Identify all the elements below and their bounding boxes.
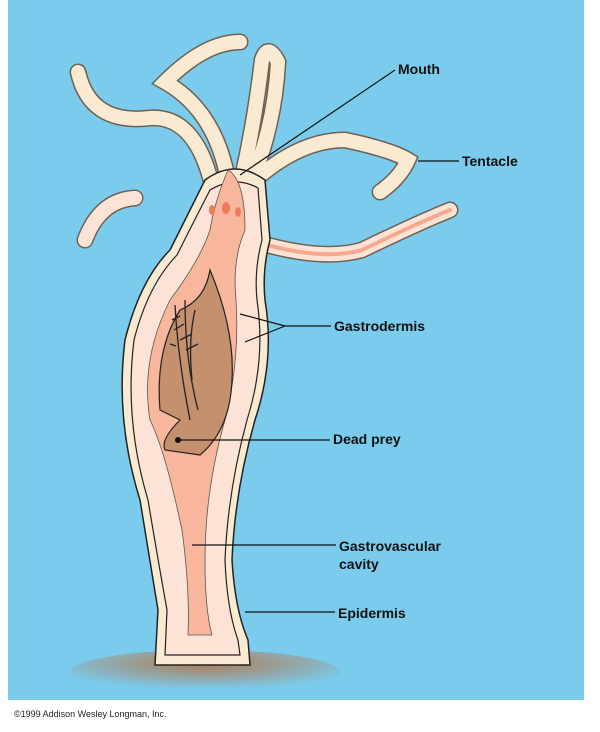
label-tentacle: Tentacle	[462, 153, 518, 169]
leader-lines	[180, 69, 459, 613]
label-gastrovascular-line2: cavity	[339, 556, 379, 572]
label-gastrovascular-cavity: Gastrovascular cavity	[339, 537, 441, 573]
label-dead-prey: Dead prey	[333, 431, 401, 447]
tentacles	[69, 33, 459, 263]
copyright-text: ©1999 Addison Wesley Longman, Inc.	[14, 709, 167, 719]
label-epidermis: Epidermis	[338, 605, 406, 621]
prey-spot	[175, 437, 181, 443]
mouth-spots	[209, 202, 241, 217]
label-gastrovascular-line1: Gastrovascular	[339, 538, 441, 554]
substrate	[70, 650, 340, 694]
label-gastrodermis: Gastrodermis	[334, 318, 426, 334]
label-mouth: Mouth	[398, 61, 440, 77]
prey-appendages	[169, 299, 199, 421]
dead-prey-shape	[158, 267, 233, 456]
